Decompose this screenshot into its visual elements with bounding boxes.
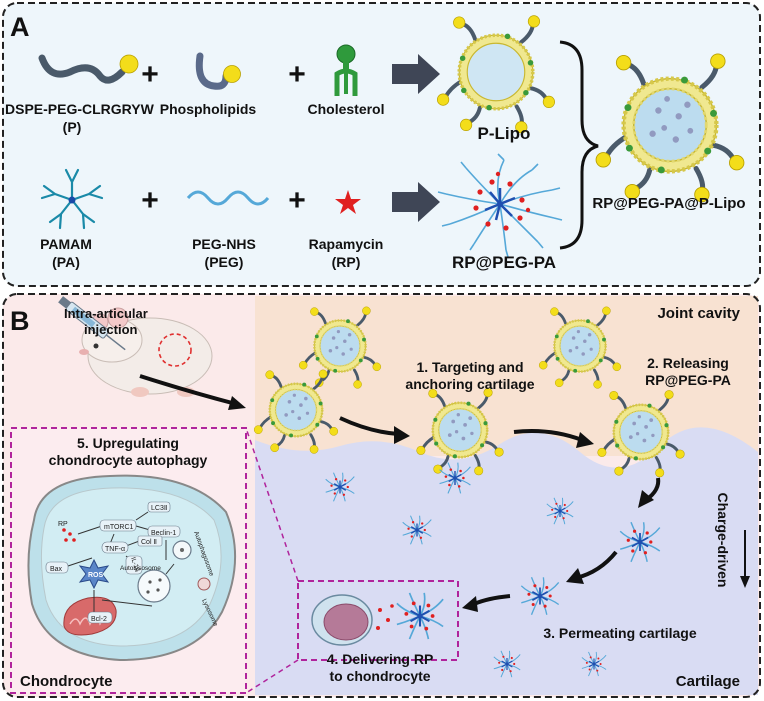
delivery-box — [297, 580, 459, 661]
peg-nhs-label: PEG-NHS — [192, 236, 256, 252]
phospholipid-icon — [195, 52, 241, 90]
step2-label-2: RP@PEG-PA — [645, 372, 731, 388]
lc3-label: LC3Ⅱ — [151, 505, 167, 512]
rp-cell-label: RP — [58, 521, 68, 528]
rapamycin-abbr: (RP) — [332, 254, 361, 270]
plus-sign: + — [141, 184, 159, 217]
beclin-label: Beclin-1 — [151, 530, 176, 537]
dspe-label: DSPE-PEG-CLRGRYW — [5, 101, 155, 117]
peg-nhs-icon — [186, 190, 270, 206]
arrow-row2 — [392, 182, 440, 222]
cartilage-label: Cartilage — [676, 673, 740, 690]
injection-label-1: Intra-articular — [64, 306, 148, 321]
il1b-label: IL-1β — [129, 556, 141, 573]
step3-label: 3. Permeating cartilage — [543, 625, 697, 641]
cartilage-area — [255, 427, 758, 695]
rapamycin-label: Rapamycin — [309, 236, 384, 252]
joint-cavity-label: Joint cavity — [657, 305, 740, 322]
autolysosome-icon — [137, 569, 171, 603]
injection-label-2: injection — [84, 322, 138, 337]
bcl2-label: Bcl-2 — [91, 616, 107, 623]
lysosome-icon — [197, 577, 211, 591]
chondrocyte-label: Chondrocyte — [20, 673, 113, 690]
process-arrowheads — [394, 426, 654, 612]
step2-label-1: 2. Releasing — [647, 355, 729, 371]
bax-label: Bax — [50, 566, 63, 573]
charge-driven-label: Charge-driven — [715, 493, 731, 588]
curly-brace — [559, 40, 599, 250]
plus-sign: + — [141, 58, 159, 91]
autolysosome-label: Autolysosome — [120, 565, 161, 572]
dspe-abbr: (P) — [63, 119, 82, 135]
step1-label-2: anchoring cartilage — [405, 376, 534, 392]
panel-b: B Intra-articular injection Joint cav — [2, 293, 761, 698]
final-product-label: RP@PEG-PA@P-Lipo — [592, 195, 745, 212]
col2-label: Col Ⅱ — [141, 539, 157, 546]
peg-nhs-abbr: (PEG) — [205, 254, 244, 270]
arrow-row1 — [392, 54, 440, 94]
step5-label-1: 5. Upregulating — [77, 435, 179, 451]
plus-sign: + — [288, 58, 306, 91]
pamam-abbr: (PA) — [52, 254, 80, 270]
step1-label-1: 1. Targeting and — [416, 359, 523, 375]
cholesterol-icon — [334, 44, 358, 96]
step4-label-2: to chondrocyte — [329, 668, 430, 684]
mouse-illustration — [58, 296, 246, 410]
rp-peg-pa-icon — [437, 153, 563, 258]
phospholipids-label: Phospholipids — [160, 101, 257, 117]
pamam-label: PAMAM — [40, 236, 92, 252]
rapamycin-release — [376, 604, 394, 630]
rapamycin-star-icon — [335, 190, 361, 214]
panel-b-letter: B — [10, 306, 30, 336]
ros-burst-icon — [78, 558, 110, 590]
chondrocyte-cell-small — [311, 594, 373, 646]
step5-label-2: chondrocyte autophagy — [49, 452, 208, 468]
cholesterol-label: Cholesterol — [307, 101, 384, 117]
zoom-line — [245, 659, 299, 694]
p-lipo-icon — [437, 15, 555, 134]
panel-a-letter: A — [10, 12, 30, 42]
mtorc1-label: mTORC1 — [104, 524, 134, 531]
rp-peg-pa-label: RP@PEG-PA — [452, 253, 556, 272]
syringe-icon — [58, 296, 126, 351]
tnf-label: TNF-α — [105, 546, 125, 553]
panel-a: A DSPE-PEG-CLRGRYW (P) + Phospholipids +… — [2, 2, 761, 287]
p-lipo-label: P-Lipo — [478, 124, 531, 143]
step4-label-1: 4. Delivering RP — [327, 651, 434, 667]
ros-label: ROS — [88, 572, 104, 579]
dspe-peg-icon — [38, 54, 139, 84]
pamam-icon — [40, 168, 104, 230]
plus-sign: + — [288, 184, 306, 217]
